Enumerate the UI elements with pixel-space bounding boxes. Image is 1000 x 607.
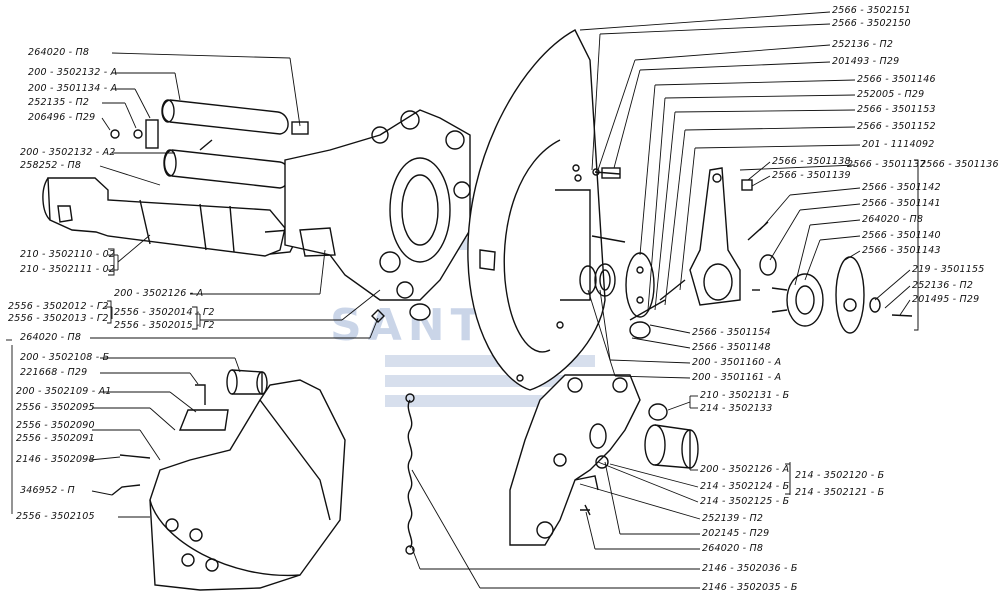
part-label: 2146 - 3502035 - Б	[702, 582, 798, 593]
part-label: 2566 - 3501153	[857, 104, 936, 115]
bushing-small	[409, 303, 431, 321]
part-label: 214 - 3502125 - Б	[700, 496, 790, 507]
part-label: 2556 - 3502095	[16, 402, 95, 413]
part-label: 2566 - 3501140	[862, 230, 941, 241]
part-label: 252136 - П2	[832, 39, 894, 50]
part-label: 200 - 3502126 - А	[700, 464, 790, 475]
bushing-large-part	[644, 424, 699, 469]
part-label: 200 - 3502108 - Б	[20, 352, 110, 363]
bolt-small-left	[110, 119, 309, 149]
part-label: 2146 - 3502036 - Б	[702, 563, 798, 574]
brake-shoe-part	[149, 379, 346, 591]
part-label: 2556 - 3502091	[16, 433, 95, 444]
part-label: 264020 - П8	[702, 543, 764, 554]
part-label: 2146 - 3502098	[16, 454, 95, 465]
part-label: 202145 - П29	[702, 528, 770, 539]
part-label: 200 - 3502132 - А	[28, 67, 118, 78]
part-label: 2566 - 3501143	[862, 245, 941, 256]
part-label: 2556 - 3502012 - Г2	[8, 301, 109, 312]
camshaft-part	[42, 177, 297, 257]
return-spring-part	[405, 393, 415, 555]
part-label: 200 - 3501161 - А	[692, 372, 782, 383]
part-label: 2566 - 3501148	[692, 342, 771, 353]
part-label: 2566 - 3501138	[772, 156, 851, 167]
part-label: 214 - 3502121 - Б	[795, 487, 885, 498]
part-label: 264020 - П8	[862, 214, 924, 225]
part-label: 2556 - 3502013 - Г2	[8, 313, 109, 324]
part-label: 214 - 3502124 - Б	[700, 481, 790, 492]
washer-right	[648, 403, 668, 421]
part-label: 258252 - П8	[20, 160, 82, 171]
part-label: 219 - 3501155	[912, 264, 985, 275]
leader-lines	[11, 11, 919, 589]
part-label: 2566 - 3502151	[832, 5, 911, 16]
part-label: 2566 - 3501139	[772, 170, 851, 181]
part-label: 2556 - 3502015 - Г2	[114, 320, 215, 331]
part-label: 2566 - 3501152	[857, 121, 936, 132]
part-label: 200 - 3502109 - А1	[16, 386, 112, 397]
grease-nipple-left	[371, 309, 385, 323]
part-label: 206496 - П29	[28, 112, 96, 123]
part-label: 214 - 3502120 - Б	[795, 470, 885, 481]
part-label: 2566 - 3501154	[692, 327, 771, 338]
washer-small	[595, 455, 609, 469]
part-label: 2556 - 3502090	[16, 420, 95, 431]
bolt-lower	[574, 475, 599, 491]
part-label: 200 - 3502132 - А2	[20, 147, 116, 158]
small-parts-right	[579, 167, 913, 339]
part-label: 346952 - П	[20, 485, 75, 496]
part-label: 200 - 3501134 - А	[28, 83, 118, 94]
shoe-bushing-part	[226, 369, 268, 395]
bolt-shoe	[111, 484, 141, 496]
part-label: 200 - 3502126 - А	[114, 288, 204, 299]
part-label: 2566 - 3501141	[862, 198, 941, 209]
part-label: 252136 - П2	[912, 280, 974, 291]
part-label: 252139 - П2	[702, 513, 764, 524]
part-label: 252135 - П2	[28, 97, 90, 108]
part-label: 200 - 3501160 - А	[692, 357, 782, 368]
part-label: 221668 - П29	[20, 367, 88, 378]
part-label: 2566 - 3502150	[832, 18, 911, 29]
part-label: 264020 - П8	[20, 332, 82, 343]
backing-plate-part	[467, 29, 606, 391]
worm-gear-part	[771, 273, 824, 327]
part-label: 2556 - 3502014 - Г2	[114, 307, 215, 318]
part-label: 2566 - 3501137	[847, 159, 926, 170]
part-label: 201493 - П29	[832, 56, 900, 67]
part-label: 264020 - П8	[28, 47, 90, 58]
part-label: 210 - 3502110 - 02	[20, 249, 116, 260]
pin-upper-part	[161, 99, 289, 135]
part-label: 252005 - П29	[857, 89, 925, 100]
anchor-bracket-part	[509, 374, 641, 546]
part-label: 2556 - 3502105	[16, 511, 95, 522]
part-label: 2566 - 3501146	[857, 74, 936, 85]
part-label: 2566 - 3501136	[920, 159, 999, 170]
part-label: 201 - 1114092	[862, 139, 935, 150]
pin-shoe	[119, 454, 151, 459]
part-label: 210 - 3502111 - 02	[20, 264, 116, 275]
slack-adjuster-part	[689, 167, 741, 306]
grease-nipple-lower	[580, 504, 591, 516]
part-label: 214 - 3502133	[700, 403, 773, 414]
part-label: 201495 - П29	[912, 294, 980, 305]
rivet	[195, 384, 206, 405]
part-label: 2566 - 3501142	[862, 182, 941, 193]
part-label: 210 - 3502131 - Б	[700, 390, 790, 401]
bracket-housing-part	[284, 109, 471, 301]
